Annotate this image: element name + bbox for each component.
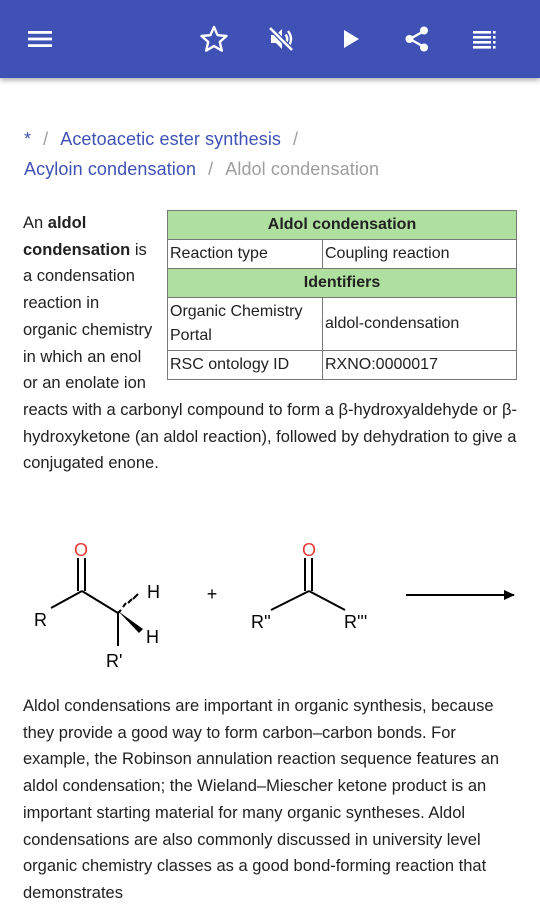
intro-text: is a condensation reaction in organic ch… xyxy=(23,240,518,473)
breadcrumb-separator: / xyxy=(208,159,214,179)
list-icon xyxy=(473,31,496,49)
menu-button[interactable] xyxy=(20,19,60,59)
star-outline-icon xyxy=(200,25,228,52)
portal-label[interactable]: Organic Chemistry Portal xyxy=(167,297,323,351)
breadcrumb-separator: / xyxy=(293,129,299,149)
article-paragraph: Aldol condensations are important in org… xyxy=(23,697,500,902)
intro-prefix: An xyxy=(23,214,48,232)
breadcrumb-link-acetoacetic-ester-synthesis[interactable]: Acetoacetic ester synthesis xyxy=(60,129,282,149)
infobox-title: Aldol condensation xyxy=(167,210,517,240)
mute-button[interactable] xyxy=(261,19,301,59)
portal-value[interactable]: aldol-condensation xyxy=(322,297,517,351)
table-of-contents-button[interactable] xyxy=(464,19,504,59)
r-double-prime-group-label: R'' xyxy=(251,612,271,632)
article-subject: aldol condensation xyxy=(23,214,131,259)
rsc-ontology-label[interactable]: RSC ontology ID xyxy=(167,350,323,380)
plus-sign: + xyxy=(207,584,218,604)
r-triple-prime-group-label: R''' xyxy=(344,612,367,632)
breadcrumb-link-acyloin-condensation[interactable]: Acyloin condensation xyxy=(24,159,197,179)
reaction-scheme: O H R H R' + O R'' R''' xyxy=(34,540,515,671)
breadcrumb: * / Acetoacetic ester synthesis / Acyloin co… xyxy=(24,124,524,184)
hydrogen-label: H xyxy=(146,627,159,647)
breadcrumb-current: Aldol condensation xyxy=(225,159,380,179)
oxygen-label: O xyxy=(302,540,316,560)
share-icon xyxy=(405,26,428,52)
breadcrumb-separator: / xyxy=(43,129,49,149)
oxygen-label: O xyxy=(74,540,88,560)
identifiers-header: Identifiers xyxy=(167,268,517,298)
hydrogen-label: H xyxy=(147,582,160,602)
play-button[interactable] xyxy=(330,19,370,59)
rsc-ontology-value[interactable]: RXNO:0000017 xyxy=(322,350,517,380)
reaction-type-value[interactable]: Coupling reaction xyxy=(322,239,517,269)
favorite-button[interactable] xyxy=(194,19,234,59)
r-group-label: R xyxy=(34,610,47,630)
hamburger-menu-icon xyxy=(28,31,52,47)
infobox: Aldol condensation Reaction type Couplin… xyxy=(167,210,517,380)
play-icon xyxy=(344,30,359,48)
volume-off-icon xyxy=(268,26,294,52)
app-toolbar xyxy=(0,0,540,78)
r-prime-group-label: R' xyxy=(106,651,122,671)
breadcrumb-link-home[interactable]: * xyxy=(24,129,32,149)
reaction-type-label: Reaction type xyxy=(167,239,323,269)
share-button[interactable] xyxy=(397,19,437,59)
article-intro: Aldol condensation Reaction type Couplin… xyxy=(23,210,518,477)
